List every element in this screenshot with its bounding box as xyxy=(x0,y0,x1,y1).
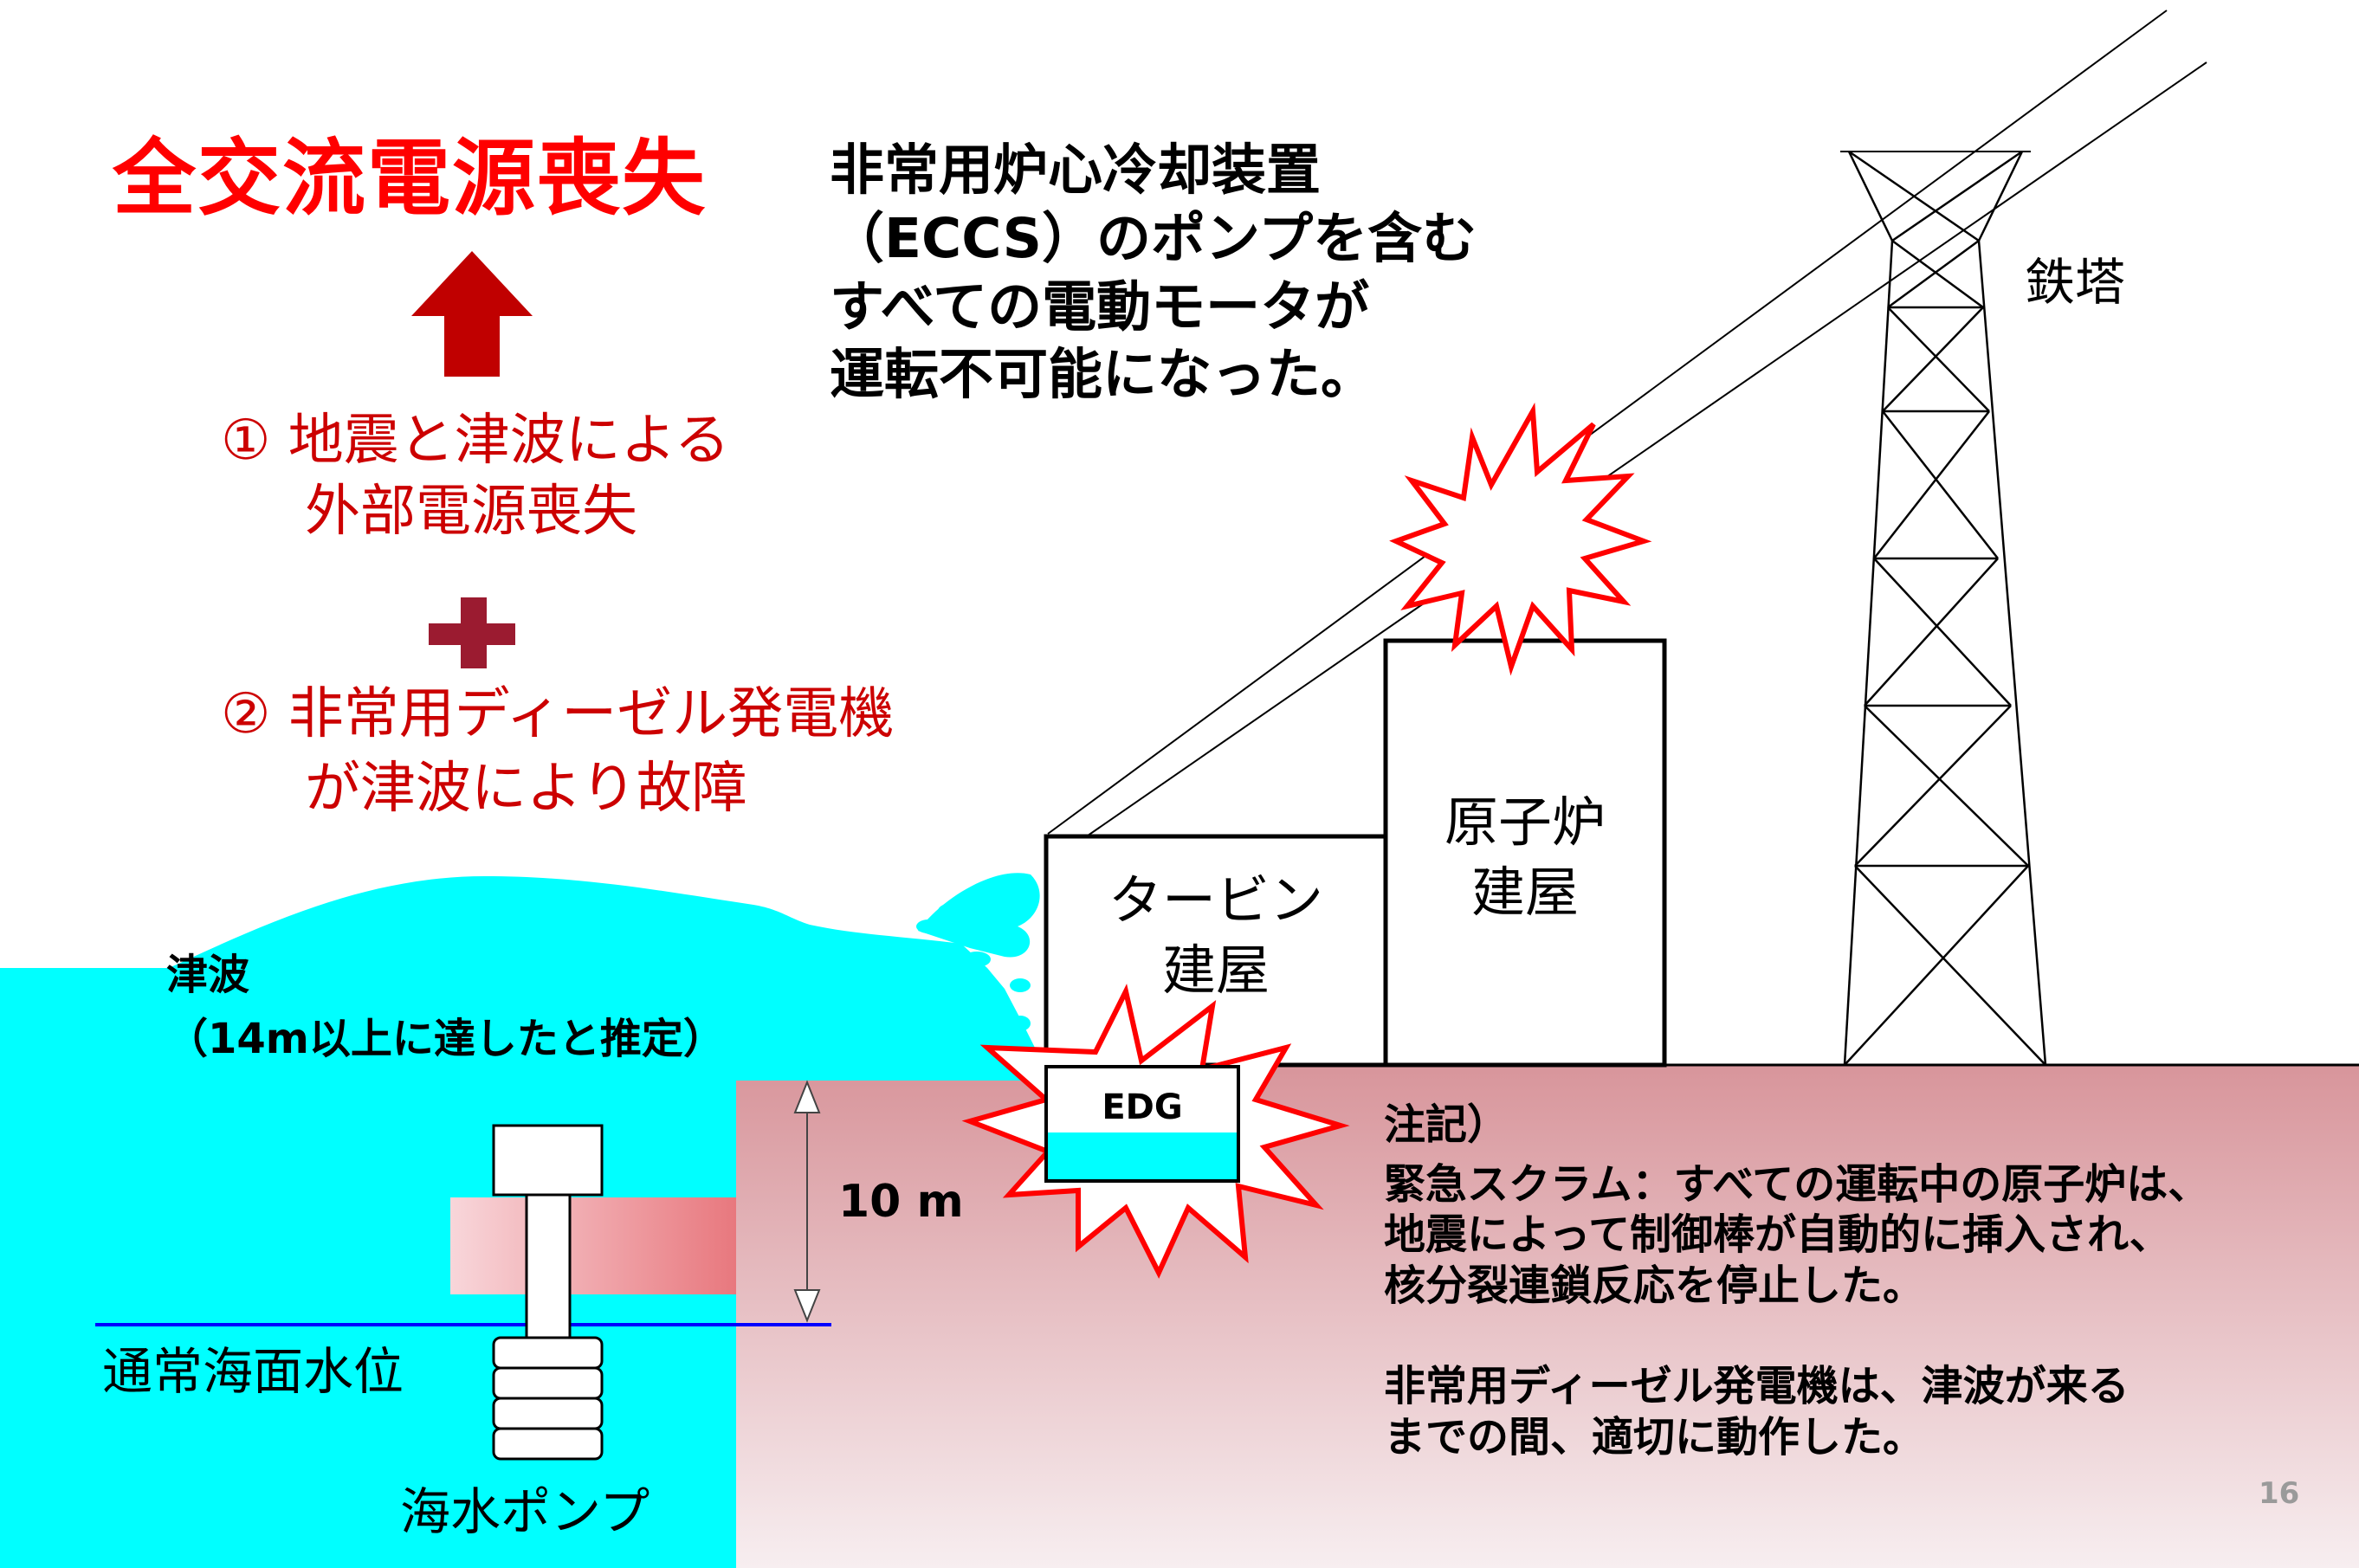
cause1-line2: 外部電源喪失 xyxy=(305,480,637,544)
tsunami-height-label: （14m以上に達したと推定） xyxy=(166,1015,725,1063)
seawater-pump-label: 海水ポンプ xyxy=(400,1482,650,1541)
cause2-line2: が津波により故障 xyxy=(305,757,747,821)
ground xyxy=(736,1065,2359,1568)
result-line4: 運転不可能になった。 xyxy=(830,343,1375,407)
reactor-building xyxy=(1383,638,1667,1068)
tsunami-spray xyxy=(551,873,1040,1031)
note-heading: 注記） xyxy=(1384,1100,1509,1149)
power-line-burst xyxy=(1389,402,1652,676)
tsunami-label: 津波 xyxy=(166,951,250,999)
note-p1-line1: 緊急スクラム：すべての運転中の原子炉は、 xyxy=(1384,1159,2210,1209)
turbine-building-label: タービン 建屋 xyxy=(1046,866,1386,1005)
harbor-wall xyxy=(450,1197,736,1294)
cause1-line1: ① 地震と津波による xyxy=(221,409,730,473)
reactor-building-label-line2: 建屋 xyxy=(1470,860,1579,924)
power-lines xyxy=(1047,10,2207,858)
reactor-building-label-line1: 原子炉 xyxy=(1444,790,1606,854)
note-p1-line3: 核分裂連鎖反応を停止した。 xyxy=(1384,1261,1925,1310)
result-line2: （ECCS）のポンプを含む xyxy=(830,206,1477,270)
note-p2-line2: までの間、適切に動作した。 xyxy=(1384,1412,1925,1462)
result-line3: すべての電動モータが xyxy=(830,274,1370,339)
cause2-line1: ② 非常用ディーゼル発電機 xyxy=(221,682,895,746)
steel-tower xyxy=(1843,150,2047,1066)
plus-sign xyxy=(429,597,515,668)
turbine-building xyxy=(1044,834,1388,1068)
reactor-building-label: 原子炉 建屋 xyxy=(1386,788,1664,927)
result-text: 非常用炉心冷却装置 （ECCS）のポンプを含む すべての電動モータが 運転不可能… xyxy=(830,137,1477,410)
note-p2-line1: 非常用ディーゼル発電機は、津波が来る xyxy=(1384,1362,2130,1411)
page-number: 16 xyxy=(2259,1476,2300,1511)
sea-level-label: 通常海面水位 xyxy=(102,1342,404,1401)
note-p1-line2: 地震によって制御棒が自動的に挿入され、 xyxy=(1384,1210,2171,1260)
edg-water xyxy=(1048,1132,1237,1179)
seawater-pump xyxy=(492,1124,604,1461)
up-arrow xyxy=(411,251,533,377)
page-title: 全交流電源喪失 xyxy=(113,130,707,227)
turbine-building-label-line1: タービン xyxy=(1108,868,1323,932)
height-arrow xyxy=(793,1080,821,1323)
turbine-building-label-line2: 建屋 xyxy=(1161,938,1270,1002)
edg-label: EDG xyxy=(1102,1087,1183,1127)
height-10m-label: 10 m xyxy=(838,1176,964,1228)
note-block: 注記） 緊急スクラム：すべての運転中の原子炉は、 地震によって制御棒が自動的に挿… xyxy=(1384,1100,2209,1462)
tower-label: 鉄塔 xyxy=(2025,253,2126,312)
result-line1: 非常用炉心冷却装置 xyxy=(830,139,1321,202)
